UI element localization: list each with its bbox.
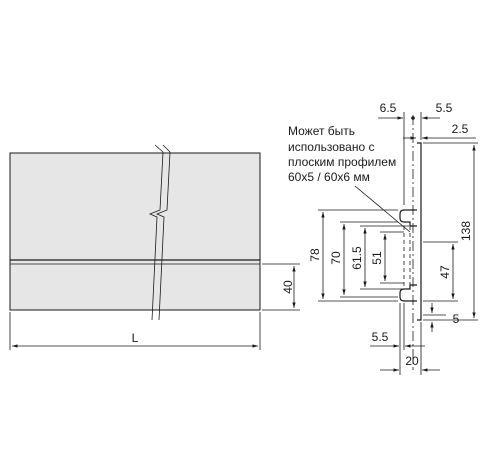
note-line-2: использовано с	[288, 140, 374, 154]
note-line-3: плоским профилем	[288, 155, 396, 169]
dim-label-51: 51	[370, 251, 384, 265]
length-label: L	[132, 331, 139, 345]
break-line-left	[148, 144, 164, 321]
dim-label-6-5: 6.5	[380, 101, 397, 115]
dim-label-138: 138	[459, 221, 473, 241]
height-label-40: 40	[281, 280, 295, 294]
note-line-4: 60x5 / 60x6 мм	[288, 170, 370, 184]
panel-body	[9, 152, 261, 311]
note-block: Может быть использовано с плоским профил…	[288, 124, 411, 233]
dim-label-5-5-bottom: 5.5	[372, 330, 389, 344]
dim-dot-top	[411, 116, 415, 120]
dim-label-70: 70	[329, 251, 343, 265]
dim-label-2-5: 2.5	[452, 122, 469, 136]
profile-lower-hook	[399, 284, 417, 302]
dim-label-5: 5	[453, 312, 460, 326]
note-leader	[354, 185, 411, 233]
front-view: L 40	[9, 144, 300, 350]
dim-label-47: 47	[438, 265, 452, 279]
note-line-1: Может быть	[288, 124, 355, 138]
dim-label-78: 78	[308, 248, 322, 262]
profile-plate	[417, 142, 422, 321]
dim-label-61-5: 61.5	[350, 246, 364, 270]
break-line-right	[155, 144, 171, 321]
dim-label-5-5-top: 5.5	[436, 101, 453, 115]
profile-section: 6.5 5.5 2.5 138 78 70 61.5 51	[308, 101, 478, 375]
profile-upper-hook	[399, 209, 417, 227]
dim-label-20: 20	[405, 354, 419, 368]
